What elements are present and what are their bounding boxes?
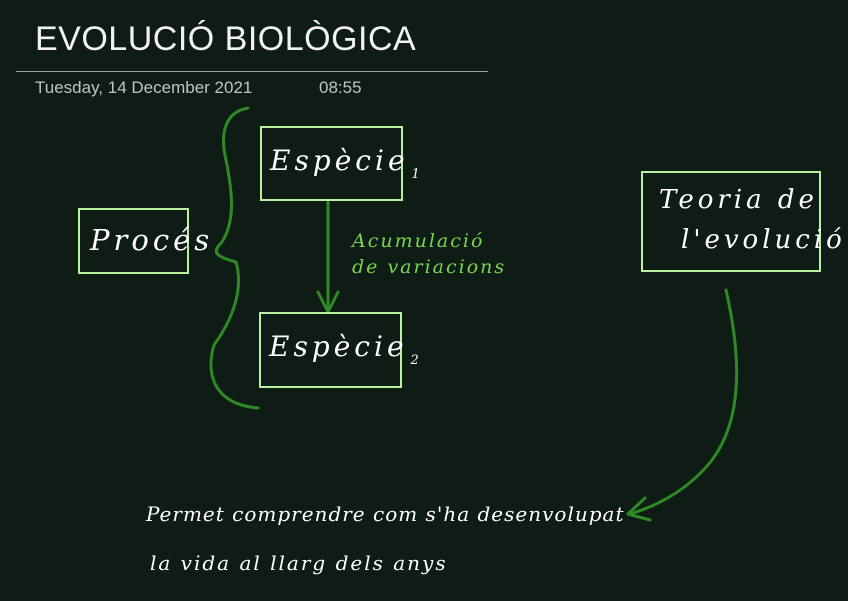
curved-arrow-stroke	[628, 288, 739, 516]
teoria-line-2: l'evolució	[681, 225, 846, 255]
teoria-line-1: Teoria de	[659, 185, 818, 215]
page-time: 08:55	[319, 78, 362, 97]
page-date: Tuesday, 14 December 2021	[35, 78, 253, 97]
proces-box: Procés	[78, 208, 209, 274]
acumulacio-note: Acumulació de variacions	[352, 228, 506, 280]
curved-arrow-head	[626, 496, 652, 522]
especie-2-subscript: 2	[410, 353, 419, 368]
permet-line-1: Permet comprendre com s'ha desenvolupat	[146, 502, 625, 526]
especie-1-label: Espècie	[270, 144, 409, 177]
acumulacio-line-2: de variacions	[352, 256, 507, 278]
brace-stroke	[209, 106, 260, 410]
especie-1-subscript: 1	[411, 167, 420, 182]
especie-2-label: Espècie	[269, 330, 408, 363]
acumulacio-line-1: Acumulació	[352, 230, 485, 252]
teoria-box: Teoria de l'evolució	[641, 171, 842, 272]
permet-line-2: la vida al llarg dels anys	[150, 551, 448, 575]
page-title: EVOLUCIÓ BIOLÒGICA	[35, 20, 417, 58]
proces-label: Procés	[90, 223, 214, 257]
title-divider	[16, 71, 488, 72]
